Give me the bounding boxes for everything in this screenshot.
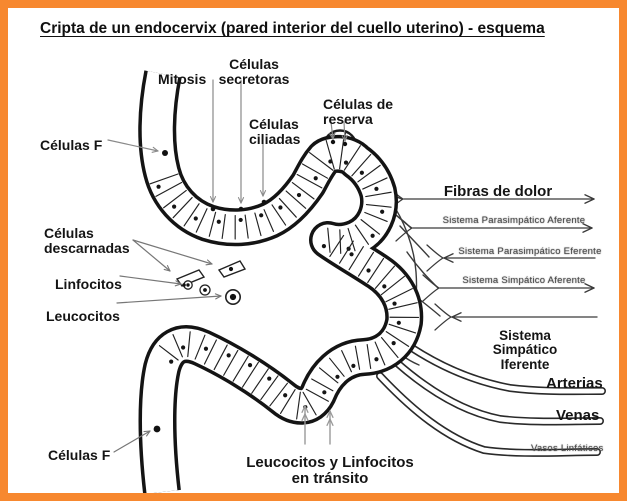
label-celulas-ciliadas: Células ciliadas — [249, 116, 301, 147]
label-sistema-simpatico-aferente: Sistema Simpático Aferente — [462, 275, 586, 286]
label-celulas-descarnadas: Células descarnadas — [44, 225, 130, 256]
label-fibras-de-dolor: Fibras de dolor — [443, 183, 553, 200]
label-celulas-reserva: Células de reserva — [323, 96, 394, 127]
page-title: Cripta de un endocervix (pared interior … — [40, 20, 545, 37]
label-sistema-parasimpatico-eferente: Sistema Parasimpático Eferente — [458, 246, 602, 257]
label-mitosis: Mitosis — [158, 71, 207, 87]
label-celulas-secretoras: Células secretoras — [218, 56, 290, 87]
label-vasos-linfaticos: Vasos Linfáticos — [531, 443, 604, 454]
label-sistema-parasimpatico-aferente: Sistema Parasimpático Aferente — [442, 215, 586, 226]
label-sistema-simpatico-iferente: Sistema Simpático Iferente — [492, 328, 558, 372]
label-celulas-f-top: Células F — [40, 137, 103, 153]
label-venas: Venas — [556, 407, 600, 424]
endocervix-crypt-diagram — [107, 70, 606, 493]
label-arterias: Arterias — [546, 375, 603, 392]
label-leucocitos-linfocitos-transito: Leucocitos y Linfocitos en tránsito — [246, 454, 414, 488]
label-leucocitos: Leucocitos — [46, 308, 120, 324]
label-celulas-f-bottom: Células F — [48, 447, 111, 463]
label-linfocitos: Linfocitos — [55, 276, 122, 292]
